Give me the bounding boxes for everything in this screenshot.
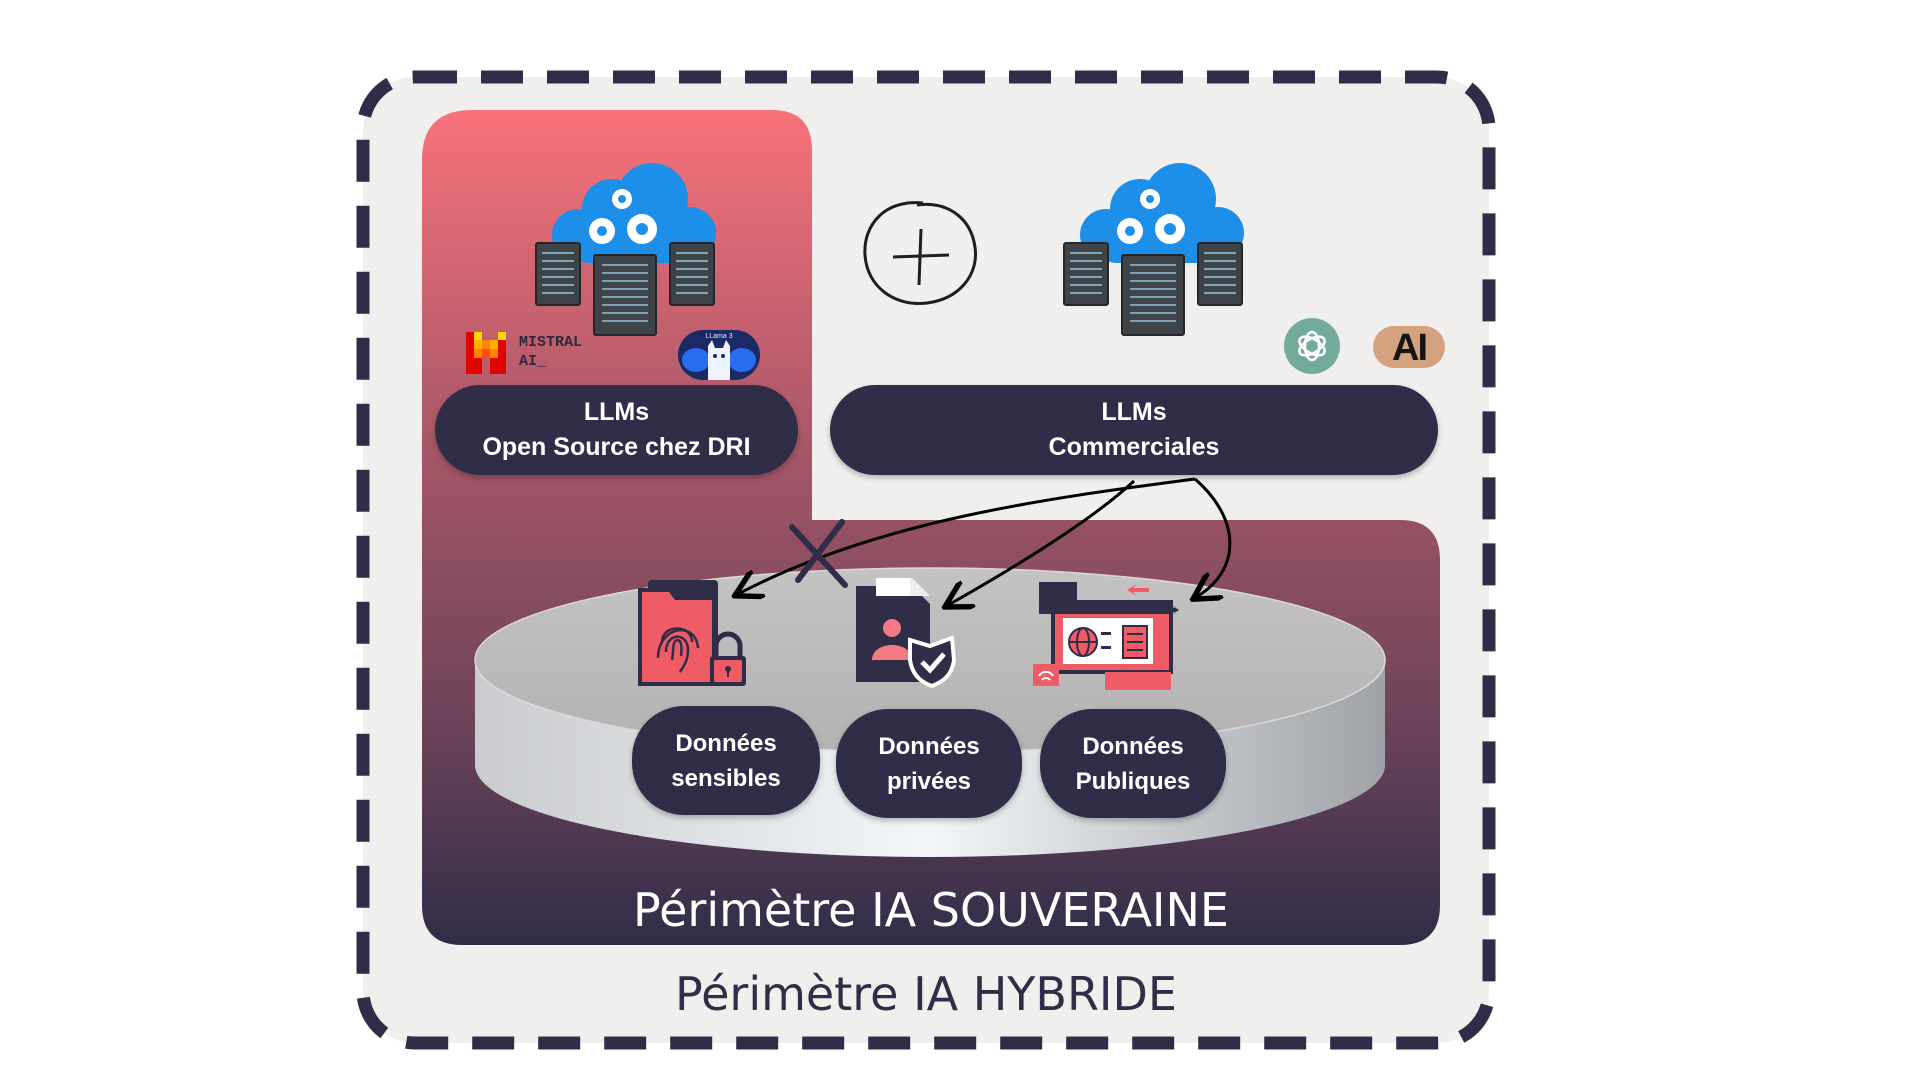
- arrow-to-public-data: [1195, 477, 1232, 596]
- arrow-to-private-data: [950, 479, 1136, 604]
- sovereign-perimeter-label: Périmètre IA SOUVERAINE: [633, 883, 1229, 937]
- hybrid-perimeter-label: Périmètre IA HYBRIDE: [675, 967, 1177, 1021]
- blocked-cross-icon: [789, 519, 848, 588]
- arrow-to-sensitive-data: [740, 477, 1196, 593]
